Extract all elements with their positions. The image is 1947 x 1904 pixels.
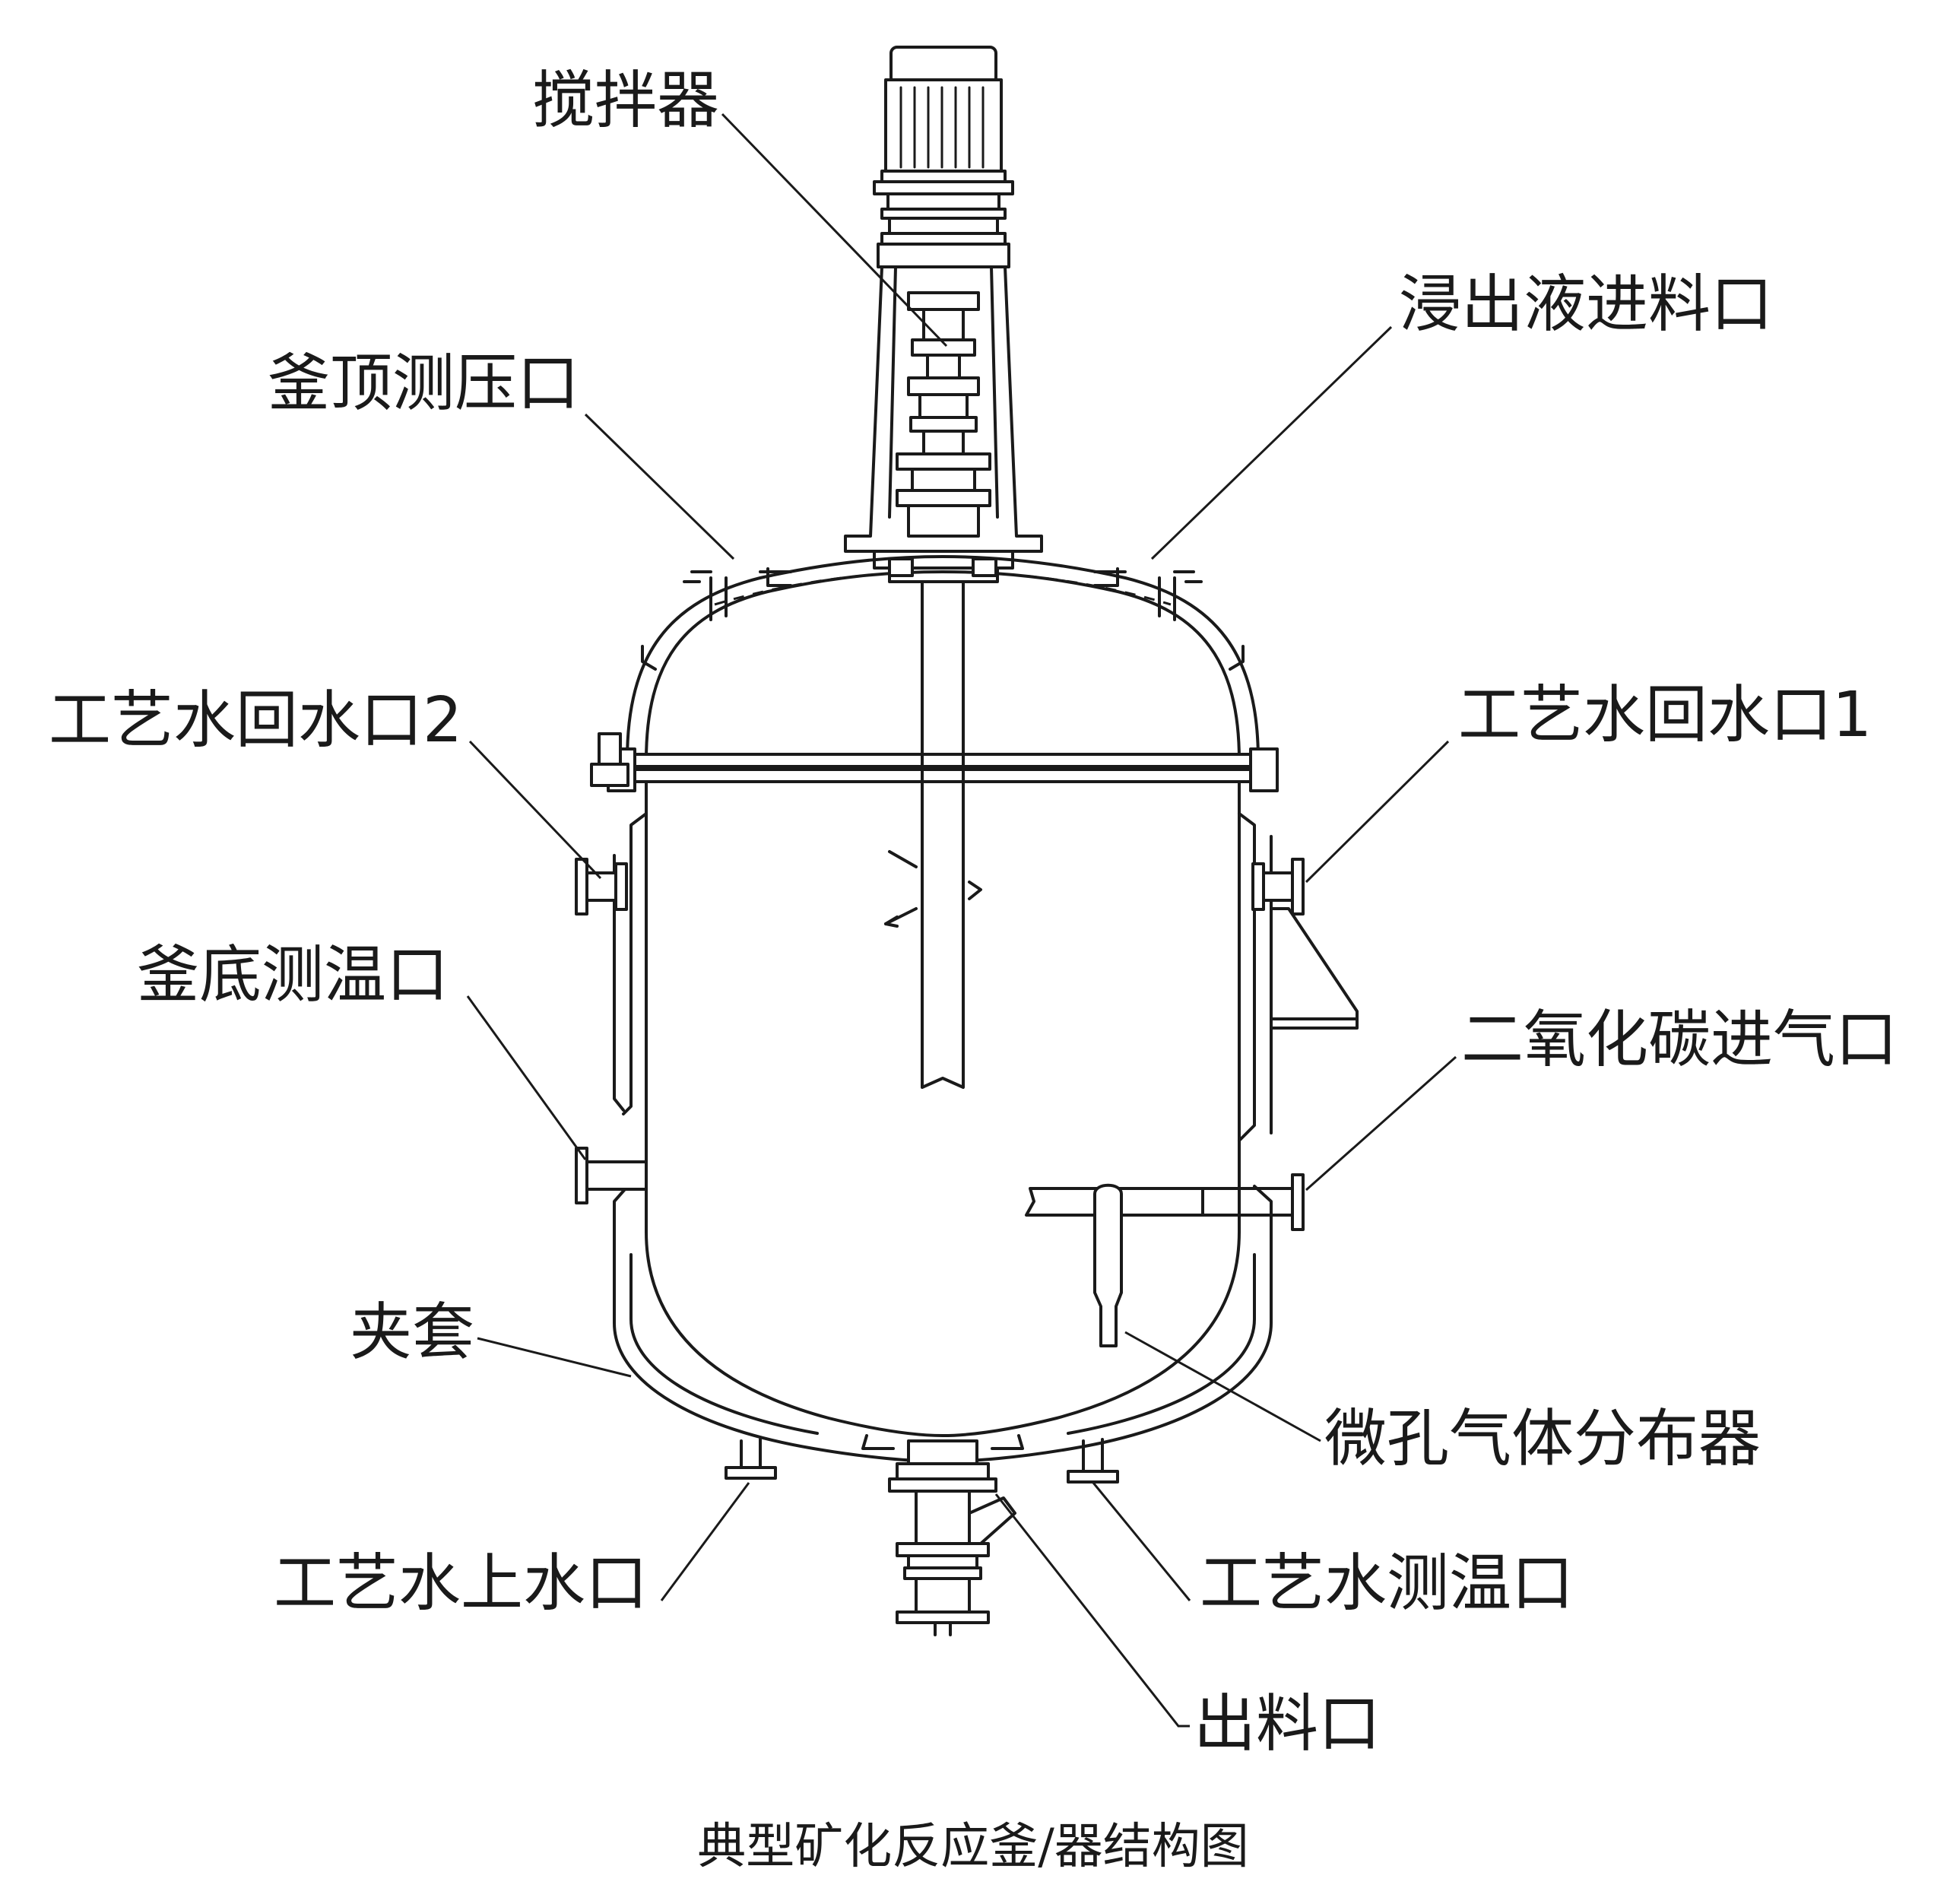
label-gas-distributor: 微孔气体分布器 xyxy=(1324,1403,1761,1475)
label-water-return-1: 工艺水回水口1 xyxy=(1458,679,1872,751)
agitator-drive xyxy=(844,46,1043,583)
label-water-inlet: 工艺水上水口 xyxy=(274,1547,648,1620)
label-jacket: 夹套 xyxy=(350,1296,474,1369)
label-co2-inlet: 二氧化碳进气口 xyxy=(1461,1004,1898,1076)
agitator-shaft xyxy=(884,580,982,1089)
label-agitator: 搅拌器 xyxy=(532,65,719,137)
bottom-nozzles xyxy=(725,1434,1119,1636)
label-leachate-inlet: 浸出液进料口 xyxy=(1399,268,1773,341)
label-top-pressure-port: 釜顶测压口 xyxy=(268,347,579,420)
figure-caption: 典型矿化反应釜/器结构图 xyxy=(697,1819,1249,1875)
label-discharge-port: 出料口 xyxy=(1194,1688,1381,1760)
vessel-body xyxy=(590,555,1279,1463)
label-bottom-temp-port: 釜底测温口 xyxy=(137,939,449,1011)
leader-lines xyxy=(466,113,1457,1728)
label-water-return-2: 工艺水回水口2 xyxy=(49,684,462,757)
side-nozzles xyxy=(575,858,1359,1347)
labels: 搅拌器 釜顶测压口 浸出液进料口 工艺水回水口2 工艺水回水口1 釜底测温口 二… xyxy=(49,65,1898,1760)
label-water-temp-port: 工艺水测温口 xyxy=(1200,1547,1574,1620)
